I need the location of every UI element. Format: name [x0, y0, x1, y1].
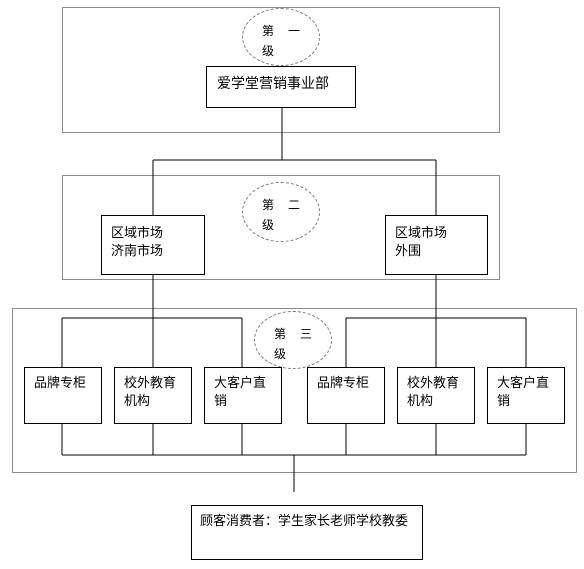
- regional-node-jinan: 区域市场 济南市场: [101, 215, 205, 275]
- level-2-text-2: 级: [262, 218, 275, 232]
- channel-node: 品牌专柜: [307, 367, 385, 424]
- customer-label: 顾客消费者：学生家长老师学校教委: [200, 514, 409, 529]
- level-1-label: 第一 级: [242, 8, 320, 66]
- channel-label: 品牌专柜: [34, 376, 87, 391]
- channel-label: 校外教育: [407, 376, 460, 391]
- level-3-label: 第三 级: [254, 311, 332, 369]
- level-3-text: 第三: [273, 327, 326, 341]
- channel-sublabel: 销: [214, 394, 228, 409]
- channel-label: 大客户直: [497, 376, 550, 391]
- channel-sublabel: 销: [497, 394, 511, 409]
- level-2-label: 第二 级: [242, 182, 320, 242]
- channel-node: 大客户直 销: [487, 367, 565, 424]
- channel-node: 品牌专柜: [24, 367, 102, 424]
- regional-sublabel: 济南市场: [111, 244, 164, 259]
- level-2-text: 第二: [261, 198, 314, 212]
- regional-label: 区域市场: [111, 226, 164, 241]
- top-node: 爱学堂营销事业部: [206, 66, 356, 108]
- level-1-text-2: 级: [262, 44, 275, 58]
- channel-label: 大客户直: [214, 376, 267, 391]
- channel-sublabel: 机构: [124, 394, 151, 409]
- customer-node: 顾客消费者：学生家长老师学校教委: [191, 505, 423, 560]
- regional-sublabel: 外围: [395, 244, 422, 259]
- channel-node: 校外教育 机构: [397, 367, 475, 424]
- channel-node: 大客户直 销: [204, 367, 282, 424]
- channel-label: 品牌专柜: [317, 376, 370, 391]
- level-3-text-2: 级: [274, 347, 287, 361]
- level-1-text: 第一: [261, 24, 314, 38]
- top-node-label: 爱学堂营销事业部: [217, 76, 329, 92]
- regional-node-outer: 区域市场 外围: [385, 215, 488, 275]
- channel-node: 校外教育 机构: [114, 367, 192, 424]
- regional-label: 区域市场: [395, 226, 448, 241]
- channel-label: 校外教育: [124, 376, 177, 391]
- channel-sublabel: 机构: [407, 394, 434, 409]
